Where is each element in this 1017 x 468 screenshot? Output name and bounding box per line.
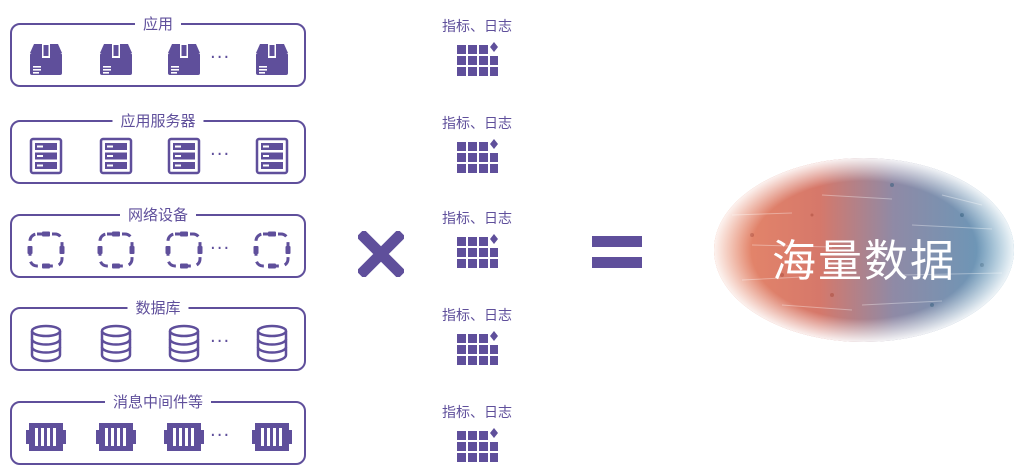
group-label: 网络设备 [120, 204, 196, 225]
ellipsis: ··· [210, 331, 230, 352]
database-icon [96, 323, 136, 363]
message-queue-icon [26, 417, 66, 457]
network-device-icon [252, 230, 292, 270]
package-icon [26, 39, 66, 79]
metric-label: 指标、日志 [427, 305, 527, 325]
server-icon [96, 136, 136, 176]
metric-item: 指标、日志 [427, 113, 527, 177]
package-icon [96, 39, 136, 79]
metric-item: 指标、日志 [427, 402, 527, 466]
database-icon [26, 323, 66, 363]
result-label: 海量数据 [712, 225, 1016, 289]
network-device-icon [96, 230, 136, 270]
ellipsis: ··· [210, 47, 230, 68]
server-icon [252, 136, 292, 176]
server-icon [164, 136, 204, 176]
metrics-grid-icon [455, 329, 499, 369]
ellipsis: ··· [210, 425, 230, 446]
network-device-icon [164, 230, 204, 270]
metrics-grid-icon [455, 426, 499, 466]
group-label: 应用服务器 [112, 110, 203, 131]
group-app-servers: 应用服务器 ··· [10, 120, 306, 184]
group-applications: 应用 ··· [10, 23, 306, 87]
ellipsis: ··· [210, 238, 230, 259]
message-queue-icon [252, 417, 292, 457]
metrics-grid-icon [455, 40, 499, 80]
group-message-middleware: 消息中间件等 ··· [10, 401, 306, 465]
metric-item: 指标、日志 [427, 208, 527, 272]
metrics-grid-icon [455, 232, 499, 272]
metric-item: 指标、日志 [427, 305, 527, 369]
metric-label: 指标、日志 [427, 208, 527, 228]
server-icon [26, 136, 66, 176]
metrics-grid-icon [455, 137, 499, 177]
package-icon [164, 39, 204, 79]
group-label: 消息中间件等 [105, 391, 211, 412]
big-data-cloud: 海量数据 [712, 155, 1016, 345]
group-label: 数据库 [127, 297, 188, 318]
message-queue-icon [164, 417, 204, 457]
metric-item: 指标、日志 [427, 16, 527, 80]
metric-label: 指标、日志 [427, 16, 527, 36]
message-queue-icon [96, 417, 136, 457]
ellipsis: ··· [210, 144, 230, 165]
group-databases: 数据库 ··· [10, 307, 306, 371]
database-icon [252, 323, 292, 363]
group-label: 应用 [135, 13, 181, 34]
package-icon [252, 39, 292, 79]
metric-label: 指标、日志 [427, 402, 527, 422]
database-icon [164, 323, 204, 363]
network-device-icon [26, 230, 66, 270]
equals-icon [592, 232, 642, 272]
metric-label: 指标、日志 [427, 113, 527, 133]
group-network-devices: 网络设备 ··· [10, 214, 306, 278]
multiply-icon [358, 231, 404, 277]
